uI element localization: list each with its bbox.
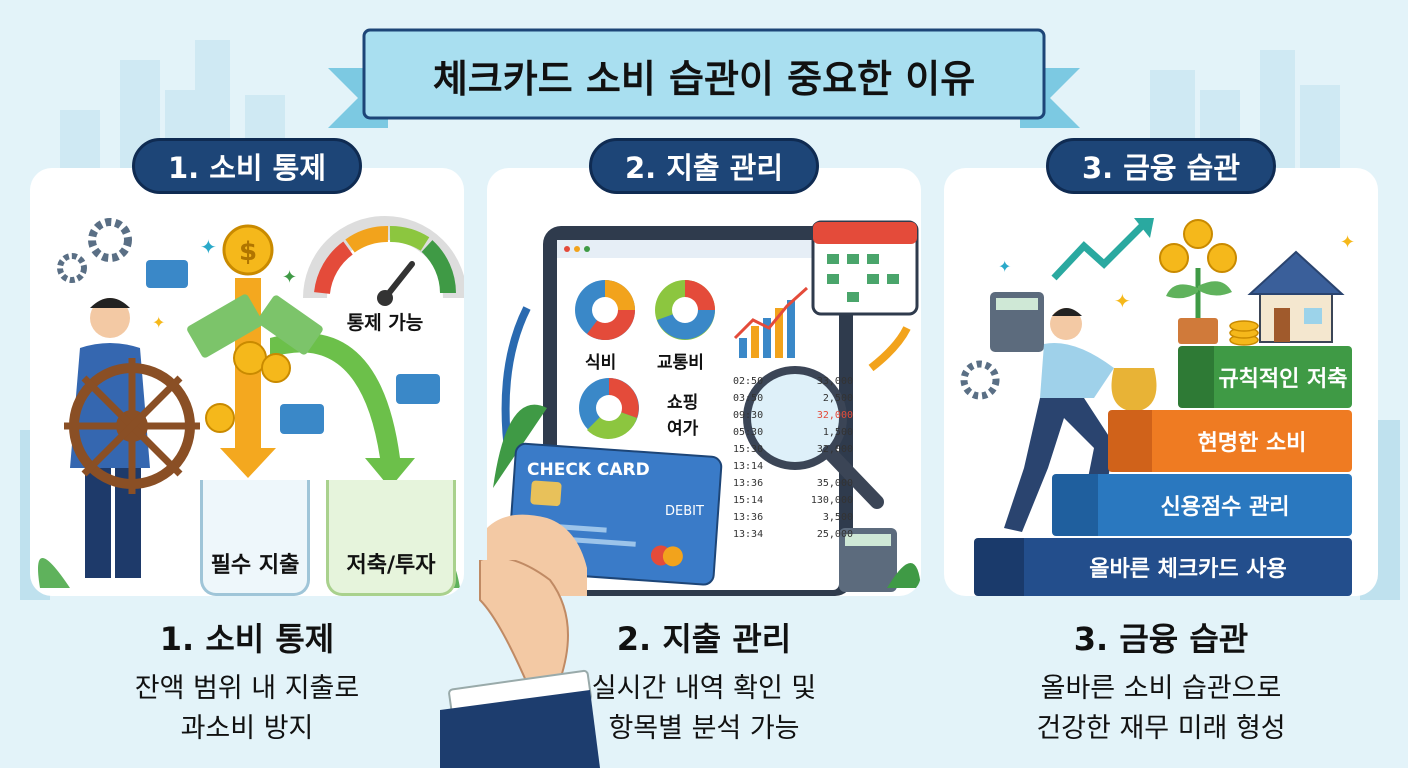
money-tree-icon [1178,318,1218,344]
caption-line-3b: 건강한 재무 미래 형성 [1036,713,1286,744]
money-bill-icon [187,294,263,358]
pie-label-leisure: 여가 [667,419,699,439]
coin-icon [222,224,274,276]
stair-wise-spending: 현명한 소비 [1108,410,1352,472]
svg-text:✦: ✦ [282,267,297,288]
expense-management-illustration [487,220,921,596]
hand-arm-illustration [440,560,600,768]
bar-chart-icon [733,286,809,358]
card-type: DEBIT [665,504,704,519]
pie-chart-icon [575,280,635,340]
title-ribbon [328,28,1080,128]
caption-title-2: 2. 지출 관리 [616,620,792,658]
gauge-label: 통제 가능 [346,312,424,334]
stair-proper-card-use: 올바른 체크카드 사용 [974,538,1352,596]
pie-chart-icon [655,280,715,340]
calendar-icon [811,220,919,316]
svg-text:✦: ✦ [1114,289,1131,313]
stair-credit-score-label: 신용점수 관리 [1160,495,1290,520]
money-bag-icon [1111,368,1157,412]
caption-line-1a: 잔액 범위 내 지출로 [134,673,360,704]
financial-habit-illustration: ✦ ✦ ✦ [960,218,1355,532]
panel-spending-control: $ ✦ ✦ ✦ [30,168,464,596]
stair-regular-savings-label: 규칙적인 저축 [1218,367,1348,392]
caption-title-3: 3. 금융 습관 [1073,620,1249,658]
pill-expense-management: 2. 지출 관리 [589,138,819,194]
stair-proper-card-use-label: 올바른 체크카드 사용 [1089,557,1287,582]
stair-credit-score: 신용점수 관리 [1052,474,1352,536]
pill-financial-habit: 3. 금융 습관 [1046,138,1276,194]
svg-text:✦: ✦ [998,257,1011,276]
essential-spending-bin: 필수 지출 [200,480,310,596]
pie-chart-icon [579,378,639,439]
credit-card-icon [146,260,188,288]
savings-investment-bin: 저축/투자 [326,480,456,596]
svg-text:✦: ✦ [200,235,217,259]
curved-arrow-icon [270,333,415,488]
svg-text:✦: ✦ [152,313,165,332]
pie-label-shopping: 쇼핑 [667,393,699,413]
pie-label-food: 식비 [585,353,617,373]
gear-icon [57,253,87,283]
gear-icon [88,218,132,262]
caption-title-1: 1. 소비 통제 [159,620,335,658]
gear-icon [960,360,1000,400]
caption-line-2b: 항목별 분석 가능 [608,713,800,744]
stair-regular-savings: 규칙적인 저축 [1178,346,1352,408]
caption-line-2a: 실시간 내역 확인 및 [591,673,817,704]
credit-card-icon [396,374,440,404]
svg-text:✦: ✦ [1340,232,1355,253]
pie-label-transport: 교통비 [657,353,704,373]
house-icon [1247,250,1345,343]
money-bill-icon [257,295,323,355]
stair-wise-spending-label: 현명한 소비 [1197,431,1307,456]
magnifier-icon [743,366,847,470]
pill-spending-control: 1. 소비 통제 [132,138,362,194]
credit-card-icon [280,404,324,434]
svg-text:$: $ [239,237,257,267]
caption-line-3a: 올바른 소비 습관으로 [1040,673,1282,704]
trend-arrow-icon [1051,221,1147,281]
page-title: 체크카드 소비 습관이 중요한 이유 [432,56,976,101]
essential-spending-label: 필수 지출 [210,553,300,578]
list-item: 13:14 [733,461,764,472]
gauge-icon [314,241,353,295]
savings-investment-label: 저축/투자 [346,553,436,578]
arrow-down-icon [220,278,276,478]
panel-financial-habit: ✦ ✦ ✦ 규칙적인 저축 현명한 소비 신용점수 관리 올바른 체크카드 사용 [944,168,1378,596]
card-name: CHECK CARD [527,460,650,480]
caption-line-1b: 과소비 방지 [180,713,314,744]
